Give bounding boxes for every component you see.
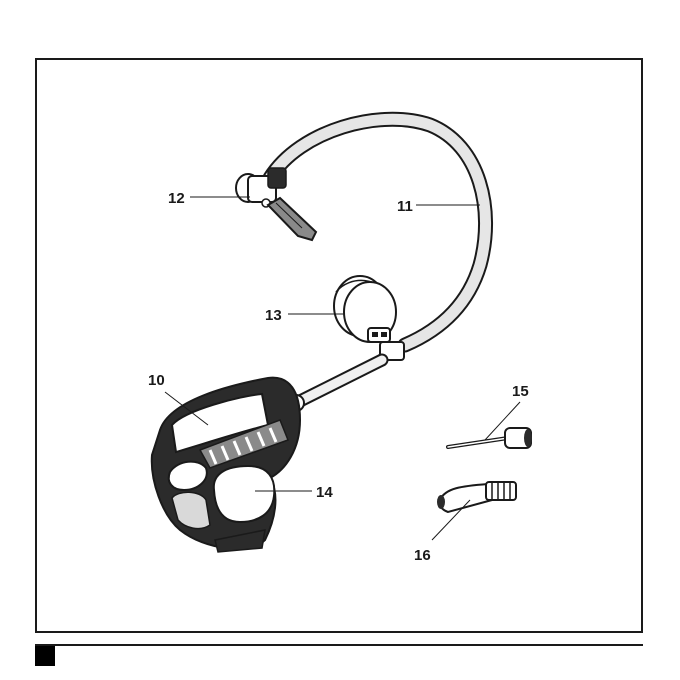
ball-needle xyxy=(448,428,532,448)
footer-rule xyxy=(35,644,643,646)
callout-12: 12 xyxy=(168,190,185,207)
presta-adapter xyxy=(437,482,516,512)
stem-tube xyxy=(288,360,382,411)
nozzle-body xyxy=(152,378,300,552)
pressure-gauge xyxy=(334,276,404,360)
callout-13: 13 xyxy=(265,307,282,324)
callout-11: 11 xyxy=(397,198,413,215)
callout-10: 10 xyxy=(148,372,165,389)
callout-15: 15 xyxy=(512,383,529,400)
page-marker xyxy=(35,646,55,666)
callout-14: 14 xyxy=(316,484,333,501)
valve-connector xyxy=(236,168,316,240)
callout-16: 16 xyxy=(414,547,431,564)
